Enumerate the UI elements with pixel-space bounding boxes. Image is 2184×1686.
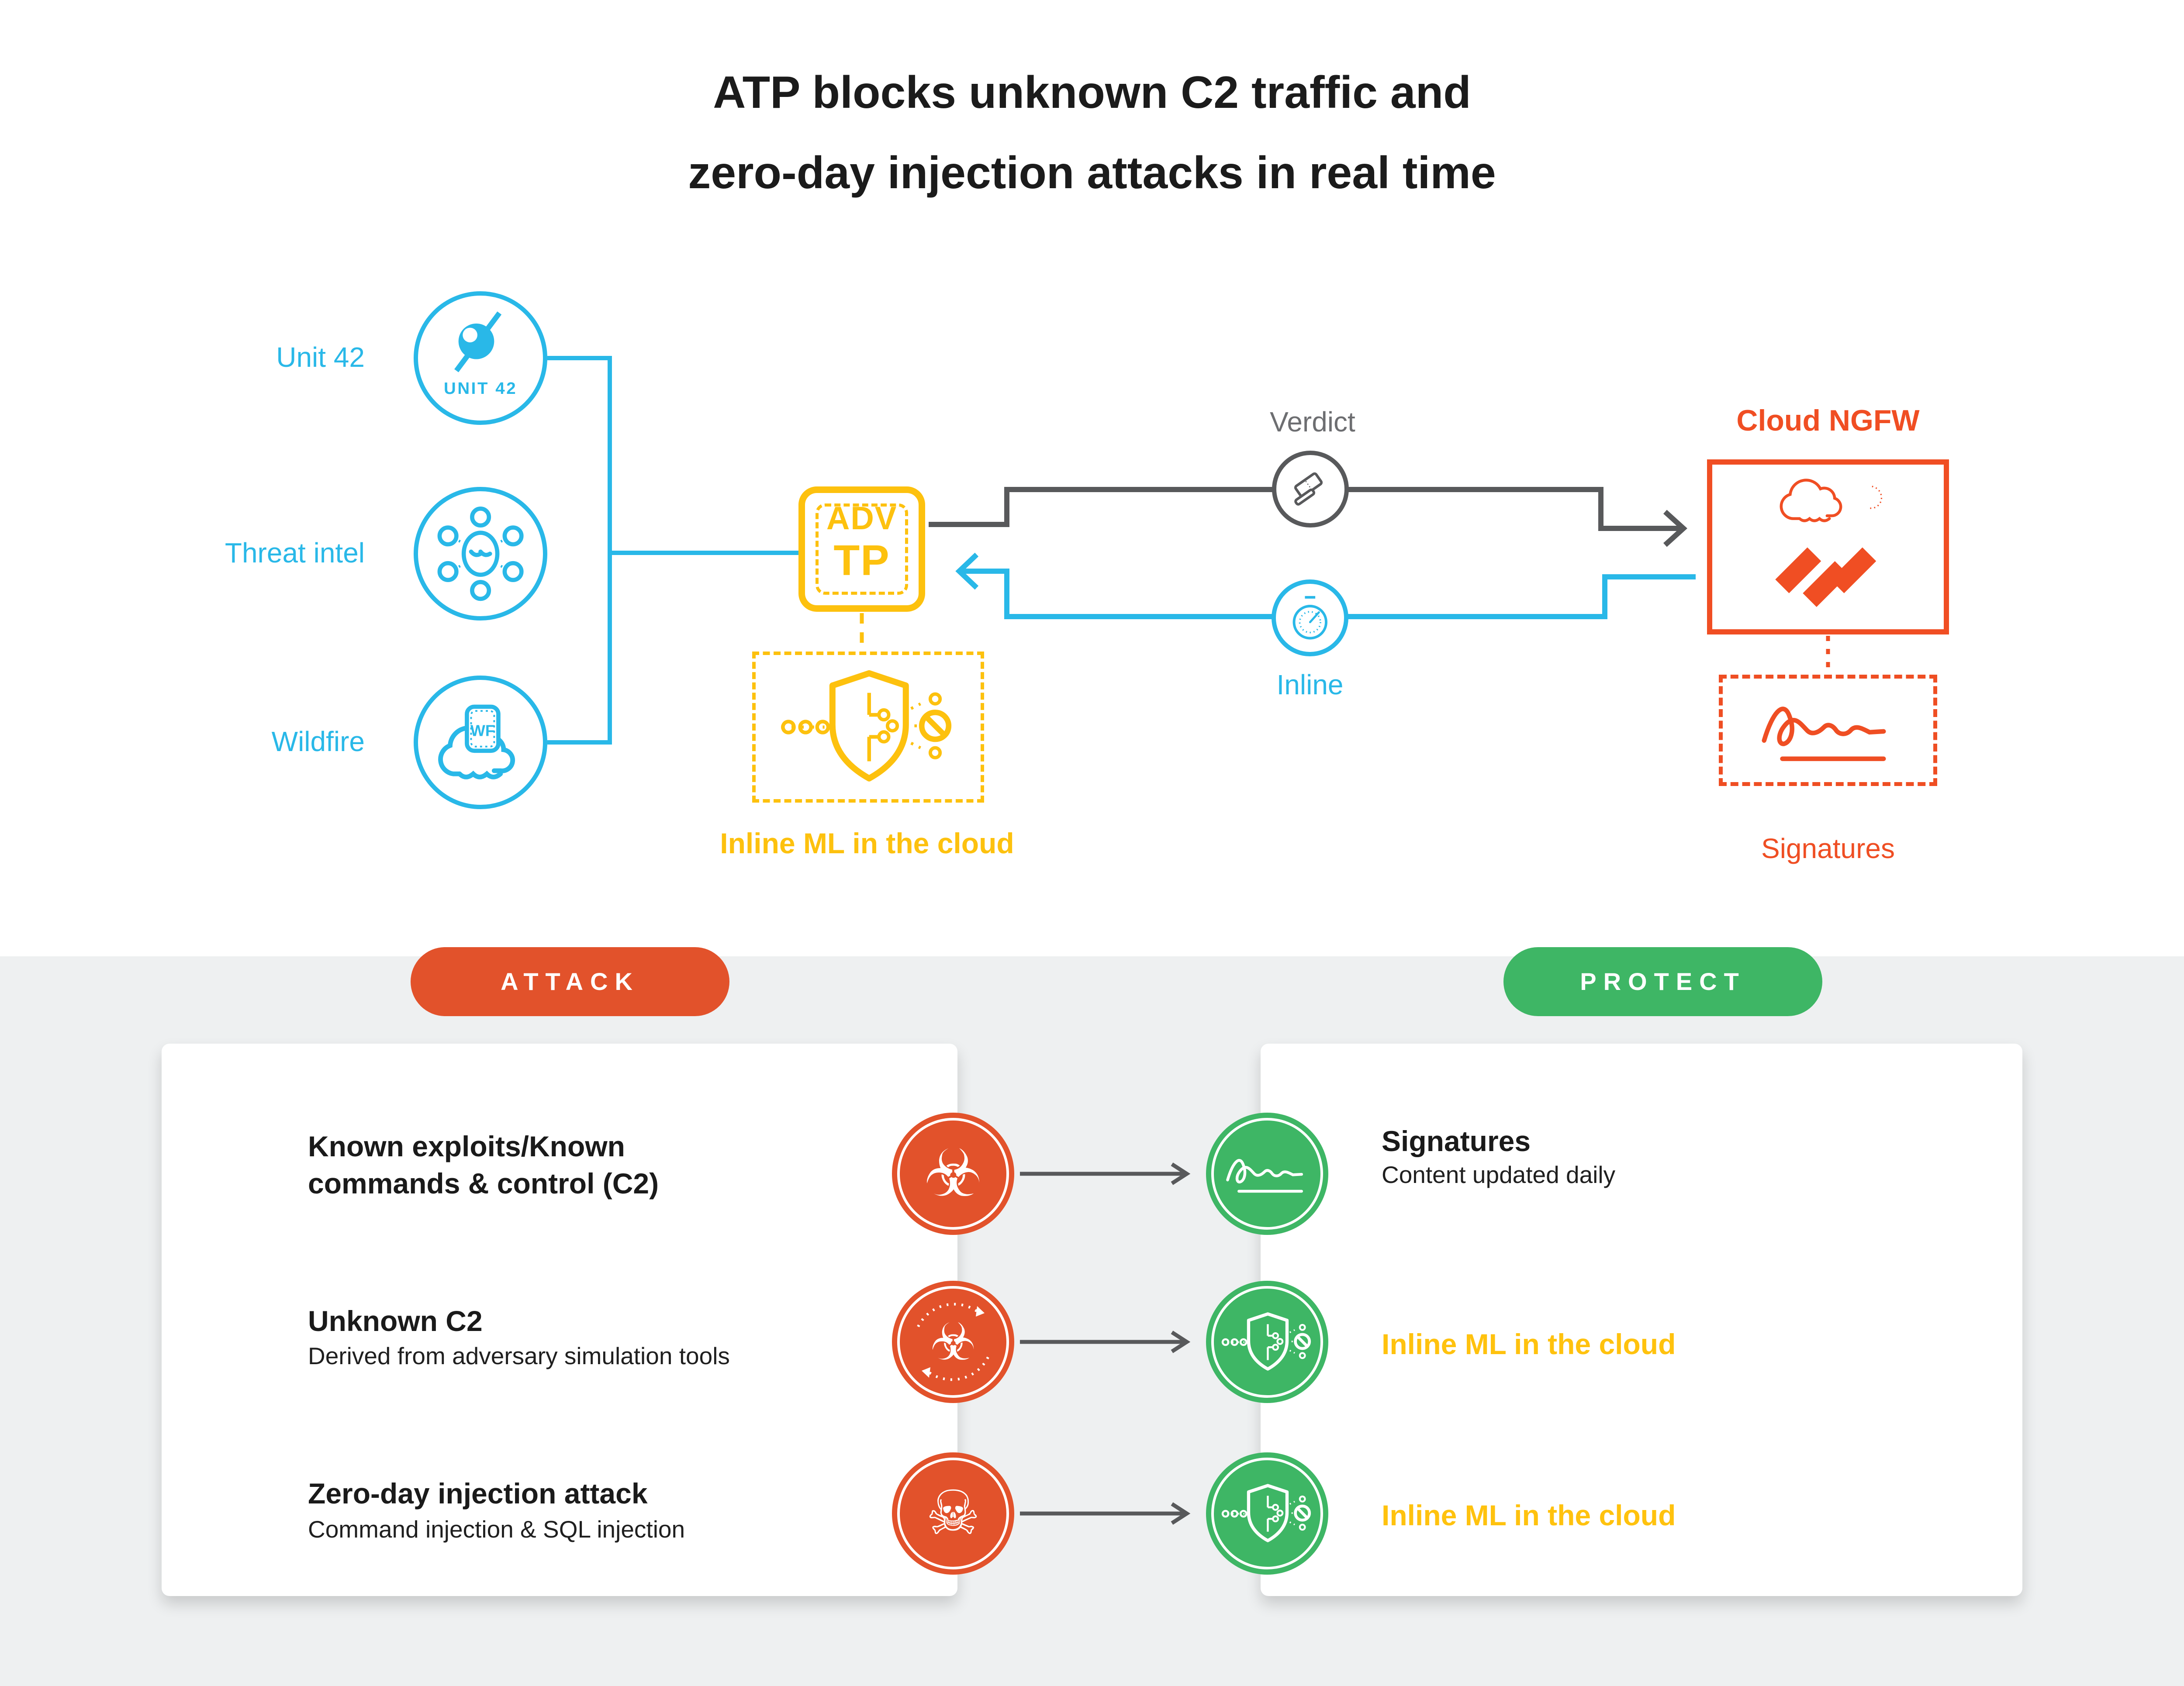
threat-intel-node [414, 487, 547, 621]
wildfire-node: WF [414, 676, 547, 809]
gauge-icon [1284, 592, 1336, 644]
signature-icon [1752, 689, 1904, 772]
attack-badge-label: ATTACK [501, 968, 639, 995]
attack-row3-subtitle: Command injection & SQL injection [308, 1516, 685, 1543]
signatures-box [1719, 675, 1937, 786]
inline-ml-box [752, 652, 984, 803]
attack-row3-title: Zero-day injection attack [308, 1477, 648, 1510]
biohazard-cycle-icon: ☣ [930, 1312, 976, 1372]
shield-ml-icon [776, 666, 960, 788]
attack-badge: ATTACK [411, 947, 729, 1016]
inline-label: Inline [1276, 669, 1344, 700]
protect-row1-circle [1206, 1113, 1328, 1235]
attack-row1-title-line1: Known exploits/Known [308, 1130, 625, 1162]
cloud-ngfw-box [1707, 459, 1949, 634]
source-label-unit42: Unit 42 [276, 341, 365, 373]
gavel-icon [1285, 463, 1337, 515]
verdict-node [1272, 451, 1349, 528]
source-label-threat-intel: Threat intel [225, 537, 365, 569]
signatures-label: Signatures [1761, 833, 1895, 864]
unit42-icon-text: UNIT 42 [444, 379, 517, 398]
circle-ring [1211, 1458, 1323, 1569]
attack-row1-title-line2: commands & control (C2) [308, 1167, 659, 1200]
attack-to-protect-arrow-row1 [1020, 1162, 1191, 1185]
inline-ml-caption: Inline ML in the cloud [720, 827, 1014, 859]
protect-badge: PROTECT [1503, 947, 1822, 1016]
wildfire-icon-text: WF [470, 722, 495, 740]
attack-row1-circle: ☣ [892, 1113, 1014, 1235]
page-title-line1: ATP blocks unknown C2 traffic and [713, 67, 1471, 118]
circle-ring [897, 1286, 1009, 1398]
wildfire-cloud-icon: WF [438, 704, 515, 779]
cycle-arrows-icon [917, 1303, 989, 1381]
circle-ring [1211, 1286, 1323, 1398]
attack-row2-title: Unknown C2 [308, 1305, 483, 1337]
signature-icon [1223, 1144, 1311, 1203]
circle-ring [1211, 1118, 1323, 1230]
cloud-ngfw-title: Cloud NGFW [1736, 404, 1920, 437]
threat-intel-icon [437, 506, 524, 601]
protect-card [1261, 1044, 2022, 1596]
biohazard-icon: ☣ [923, 1136, 983, 1212]
adv-tp-box [798, 486, 925, 612]
source-label-wildfire: Wildfire [271, 726, 365, 757]
page-title-line2: zero-day injection attacks in real time [688, 148, 1496, 198]
attack-row2-subtitle: Derived from adversary simulation tools [308, 1342, 730, 1369]
circle-ring [897, 1458, 1009, 1569]
shield-ml-icon [1219, 1310, 1315, 1374]
inline-node [1272, 579, 1348, 656]
skull-bug-icon: ☠ [926, 1478, 981, 1549]
shield-ml-icon [1219, 1482, 1315, 1546]
verdict-label: Verdict [1270, 406, 1355, 438]
unit42-node: UNIT 42 [414, 291, 547, 425]
attack-row3-circle: ☠ [892, 1452, 1014, 1575]
palo-alto-logo [1775, 547, 1876, 607]
attack-to-protect-arrow-row3 [1020, 1502, 1191, 1525]
adv-tp-text-line1: ADV [826, 500, 898, 536]
circle-ring [897, 1118, 1009, 1230]
cloud-icon [1743, 469, 1913, 526]
adv-tp-text-line2: TP [833, 536, 890, 584]
attack-row2-circle: ☣ [892, 1281, 1014, 1403]
protect-row3-title: Inline ML in the cloud [1382, 1499, 1676, 1531]
attack-card [162, 1044, 957, 1596]
protect-row3-circle [1206, 1452, 1328, 1575]
protect-row1-title: Signatures [1382, 1125, 1531, 1157]
protect-row1-subtitle: Content updated daily [1382, 1161, 1616, 1188]
adv-tp-inner-border [816, 503, 908, 595]
protect-row2-circle [1206, 1281, 1328, 1403]
unit42-icon: UNIT 42 [444, 311, 517, 398]
protect-badge-label: PROTECT [1580, 968, 1746, 995]
protect-row2-title: Inline ML in the cloud [1382, 1328, 1676, 1360]
attack-to-protect-arrow-row2 [1020, 1331, 1191, 1353]
